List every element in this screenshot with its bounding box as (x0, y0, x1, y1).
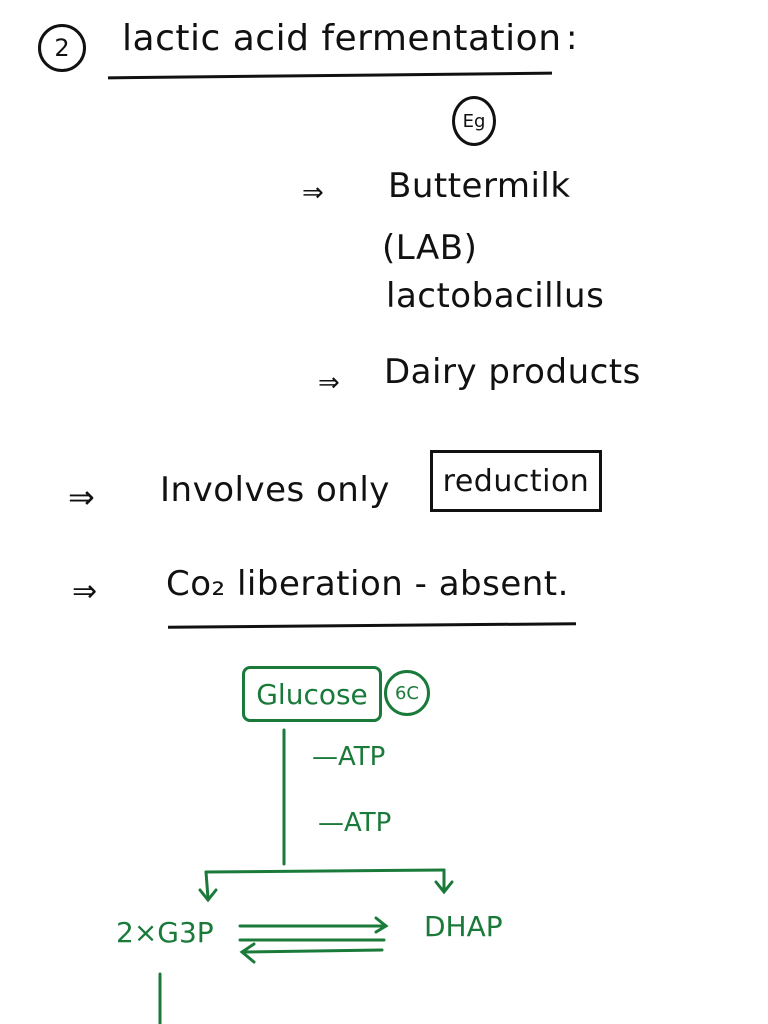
section-number: 2 (38, 24, 86, 72)
dhap-label: DHAP (424, 910, 503, 943)
glucose-carbon-text: 6C (394, 682, 420, 704)
atp-step-2: —ATP (318, 808, 392, 838)
example-lactobacillus: lactobacillus (386, 276, 605, 316)
example-badge: Eg (452, 96, 496, 146)
reduction-text: reduction (442, 463, 590, 499)
section-number-text: 2 (54, 34, 70, 62)
example-buttermilk: Buttermilk (388, 166, 571, 206)
atp-step-1: —ATP (312, 742, 386, 772)
glucose-box: Glucose (242, 666, 382, 722)
glucose-label: Glucose (256, 677, 368, 711)
example-lab: (LAB) (382, 228, 478, 268)
point-involves-only: Involves only (160, 470, 390, 510)
page-title: lactic acid fermentation (122, 18, 562, 59)
title-colon: : (566, 18, 578, 58)
g3p-label: 2×G3P (116, 916, 214, 949)
example-arrow-1: ⇒ (302, 178, 325, 208)
point-arrow-1: ⇒ (68, 478, 96, 516)
point-arrow-2: ⇒ (72, 574, 98, 609)
example-badge-text: Eg (462, 110, 486, 132)
glucose-carbon-badge: 6C (384, 670, 430, 716)
reduction-box: reduction (430, 450, 602, 512)
example-arrow-2: ⇒ (318, 368, 341, 398)
example-dairy-products: Dairy products (384, 352, 641, 392)
point-co2-liberation: Co₂ liberation - absent. (166, 564, 569, 604)
